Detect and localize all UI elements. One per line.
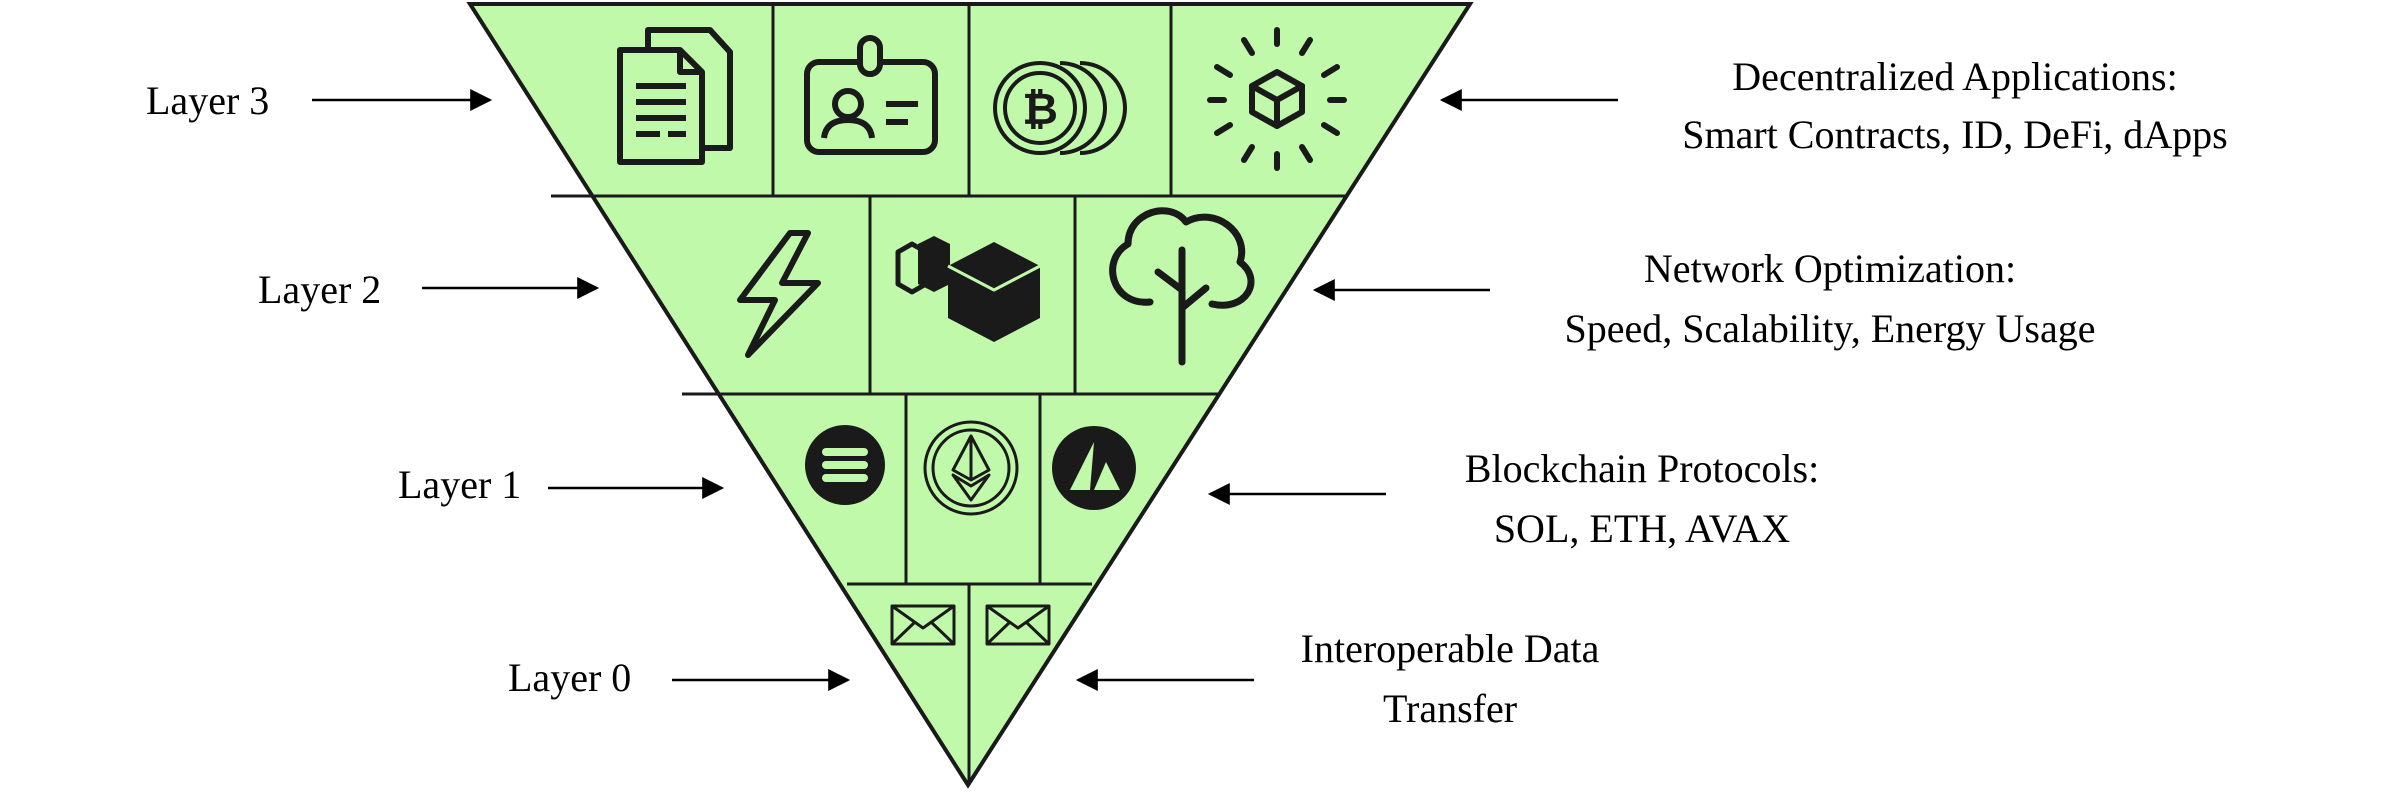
shining-cube-icon <box>1207 27 1347 171</box>
envelope-icon <box>890 604 956 646</box>
solana-icon <box>805 425 885 505</box>
layer1-label: Layer 1 <box>398 462 521 507</box>
layer3-description-line1: Decentralized Applications: <box>1732 54 2177 99</box>
bitcoin-coins-icon: ₿ <box>993 61 1127 155</box>
layer0-description-line2: Transfer <box>1383 686 1517 731</box>
documents-icon <box>617 27 733 165</box>
lightning-bolt-icon <box>737 230 821 358</box>
layer0-label: Layer 0 <box>508 655 631 700</box>
ethereum-icon <box>923 420 1019 516</box>
svg-text:₿: ₿ <box>1022 84 1058 135</box>
envelope-icon <box>985 604 1051 646</box>
layer3-label: Layer 3 <box>146 78 269 123</box>
layer1-description-line2: SOL, ETH, AVAX <box>1494 506 1790 551</box>
layer0-description-line1: Interoperable Data <box>1301 626 1600 671</box>
layer2-label: Layer 2 <box>258 267 381 312</box>
layer3-description-line2: Smart Contracts, ID, DeFi, dApps <box>1682 112 2228 157</box>
layer2-description-line1: Network Optimization: <box>1644 246 2016 291</box>
tree-icon <box>1109 207 1255 366</box>
blocks-icon <box>895 236 1041 342</box>
layer1-description-line1: Blockchain Protocols: <box>1465 446 1819 491</box>
layer2-description-line2: Speed, Scalability, Energy Usage <box>1565 306 2096 351</box>
avalanche-icon <box>1052 426 1136 510</box>
id-badge-icon <box>804 35 938 155</box>
pyramid <box>466 2 1474 789</box>
